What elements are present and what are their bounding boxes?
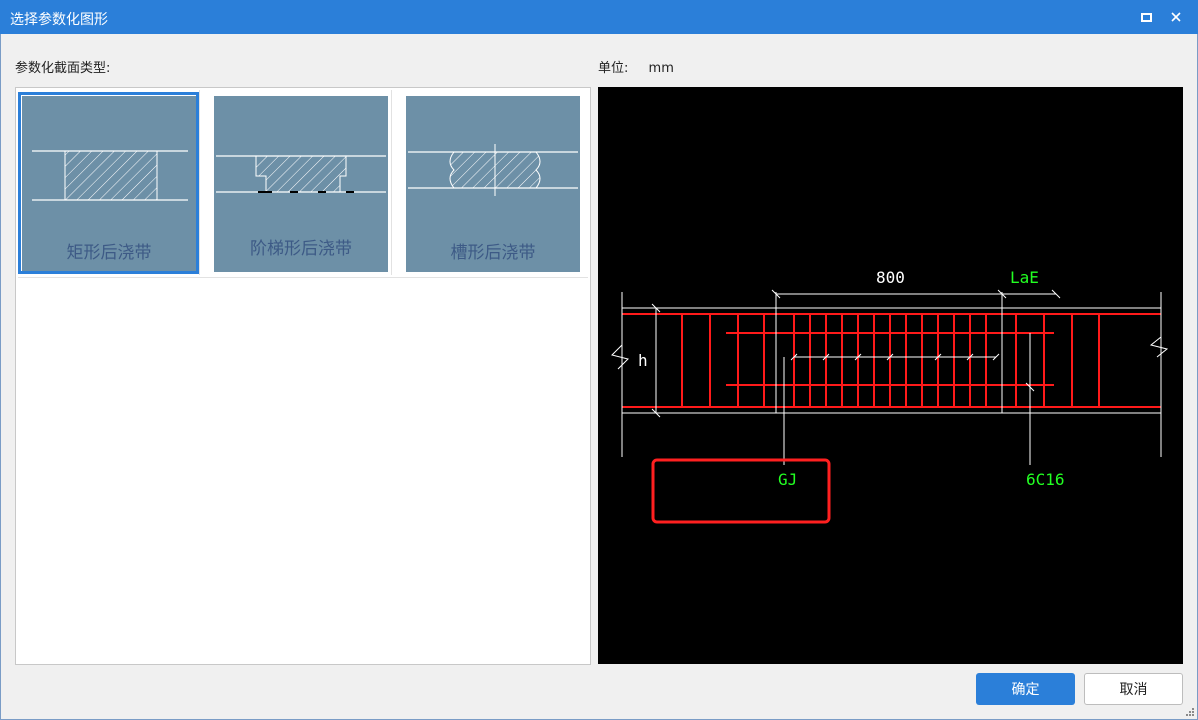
cancel-button[interactable]: 取消 <box>1084 673 1183 705</box>
row-divider <box>18 277 588 278</box>
close-button[interactable] <box>1164 5 1188 29</box>
h-label: h <box>638 351 648 370</box>
maximize-icon <box>1141 13 1152 22</box>
highlight-box <box>651 458 831 524</box>
grooved-section-icon <box>408 144 578 196</box>
selection-frame <box>18 92 199 274</box>
shape-item-rectangular[interactable]: 矩形后浇带 <box>16 90 200 275</box>
unit-caption: 单位: <box>598 61 629 76</box>
rectangular-section-icon <box>32 150 188 201</box>
rebar-spec-label: 6C16 <box>1026 470 1065 489</box>
resize-grip-icon[interactable] <box>1185 707 1195 717</box>
gj-label: GJ <box>778 470 797 489</box>
dim-width-label: 800 <box>876 268 905 287</box>
shape-thumbnail: 阶梯形后浇带 <box>214 96 388 272</box>
unit-value: mm <box>648 61 674 76</box>
maximize-button[interactable] <box>1134 5 1158 29</box>
shape-thumbnail: 槽形后浇带 <box>406 96 580 272</box>
ok-button[interactable]: 确定 <box>976 673 1075 705</box>
shape-caption: 矩形后浇带 <box>66 243 152 263</box>
section-type-label: 参数化截面类型: <box>15 61 111 76</box>
shape-caption: 槽形后浇带 <box>450 243 536 263</box>
shape-item-stepped[interactable]: 阶梯形后浇带 <box>208 90 392 275</box>
preview-canvas: h <box>598 87 1183 664</box>
shape-caption: 阶梯形后浇带 <box>250 239 352 259</box>
dim-lae-label: LaE <box>1010 268 1039 287</box>
close-icon <box>1171 12 1181 22</box>
shape-thumbnail: 矩形后浇带 <box>22 96 196 272</box>
rebar-preview-drawing: h <box>611 268 1169 524</box>
shape-list: 矩形后浇带 阶梯形后浇带 <box>15 87 591 665</box>
unit-label: 单位: mm <box>598 57 674 76</box>
window-title: 选择参数化图形 <box>10 12 108 28</box>
shape-item-grooved[interactable]: 槽形后浇带 <box>400 90 583 275</box>
title-bar: 选择参数化图形 <box>0 0 1198 34</box>
stepped-section-icon <box>216 155 386 193</box>
